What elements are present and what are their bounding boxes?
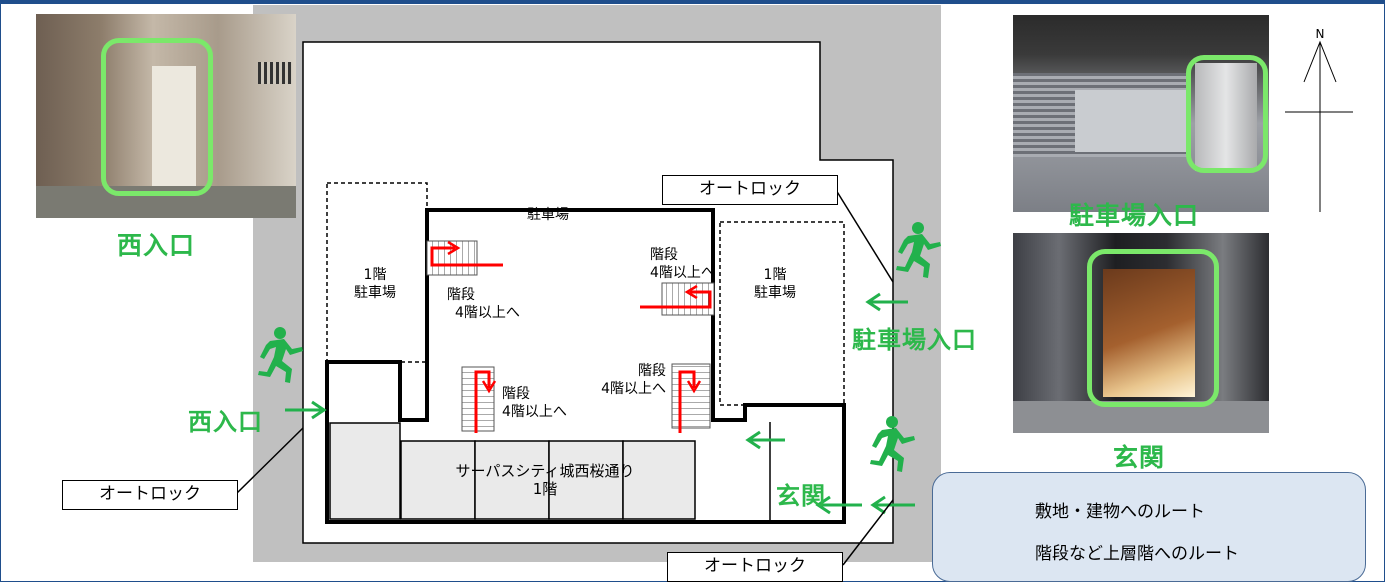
parking-area-left (326, 182, 428, 363)
parking-left-label: 1階駐車場 (354, 267, 396, 301)
shop-block (400, 440, 476, 520)
shop-block (329, 422, 401, 520)
compass-north-label: N (1316, 27, 1325, 41)
west-entrance-label: 西入口 (188, 408, 263, 436)
photo-highlight (1087, 249, 1219, 407)
front-photo-caption: 玄関 (1113, 443, 1166, 472)
front-entrance-label: 玄関 (776, 482, 826, 510)
parking-right-label: 1階駐車場 (754, 267, 796, 301)
parking-entrance-photo (1013, 15, 1269, 212)
stairs-icon (671, 363, 711, 429)
west-entrance-photo (36, 14, 296, 218)
parking-main-label: 駐車場 (527, 207, 569, 223)
leader-line (236, 189, 894, 566)
legend: 敷地・建物へのルート 階段など上層階へのルート (932, 472, 1366, 582)
west-photo-caption: 西入口 (117, 231, 196, 260)
autolock-label: オートロック (62, 480, 238, 510)
shop-block (548, 440, 624, 520)
parking-entrance-label: 駐車場入口 (852, 326, 977, 354)
stairs-icon (661, 282, 715, 316)
autolock-label: オートロック (667, 552, 843, 582)
photo-highlight (1186, 55, 1268, 173)
photo-highlight (101, 38, 213, 196)
green-route-arrow (285, 292, 915, 515)
stairs-icon (426, 240, 478, 276)
door (152, 66, 196, 196)
front-entrance-photo (1013, 233, 1269, 433)
door (1103, 269, 1195, 397)
north-compass-icon (1285, 40, 1353, 212)
parking-area-right (719, 221, 845, 406)
door (1195, 63, 1257, 171)
autolock-label: オートロック (662, 175, 838, 205)
red-route (430, 240, 712, 433)
shop-block (622, 440, 696, 520)
parking-photo-caption: 駐車場入口 (1069, 201, 1200, 230)
legend-red-route: 階段など上層階へのルート (1035, 544, 1239, 564)
legend-green-route: 敷地・建物へのルート (1035, 502, 1205, 522)
